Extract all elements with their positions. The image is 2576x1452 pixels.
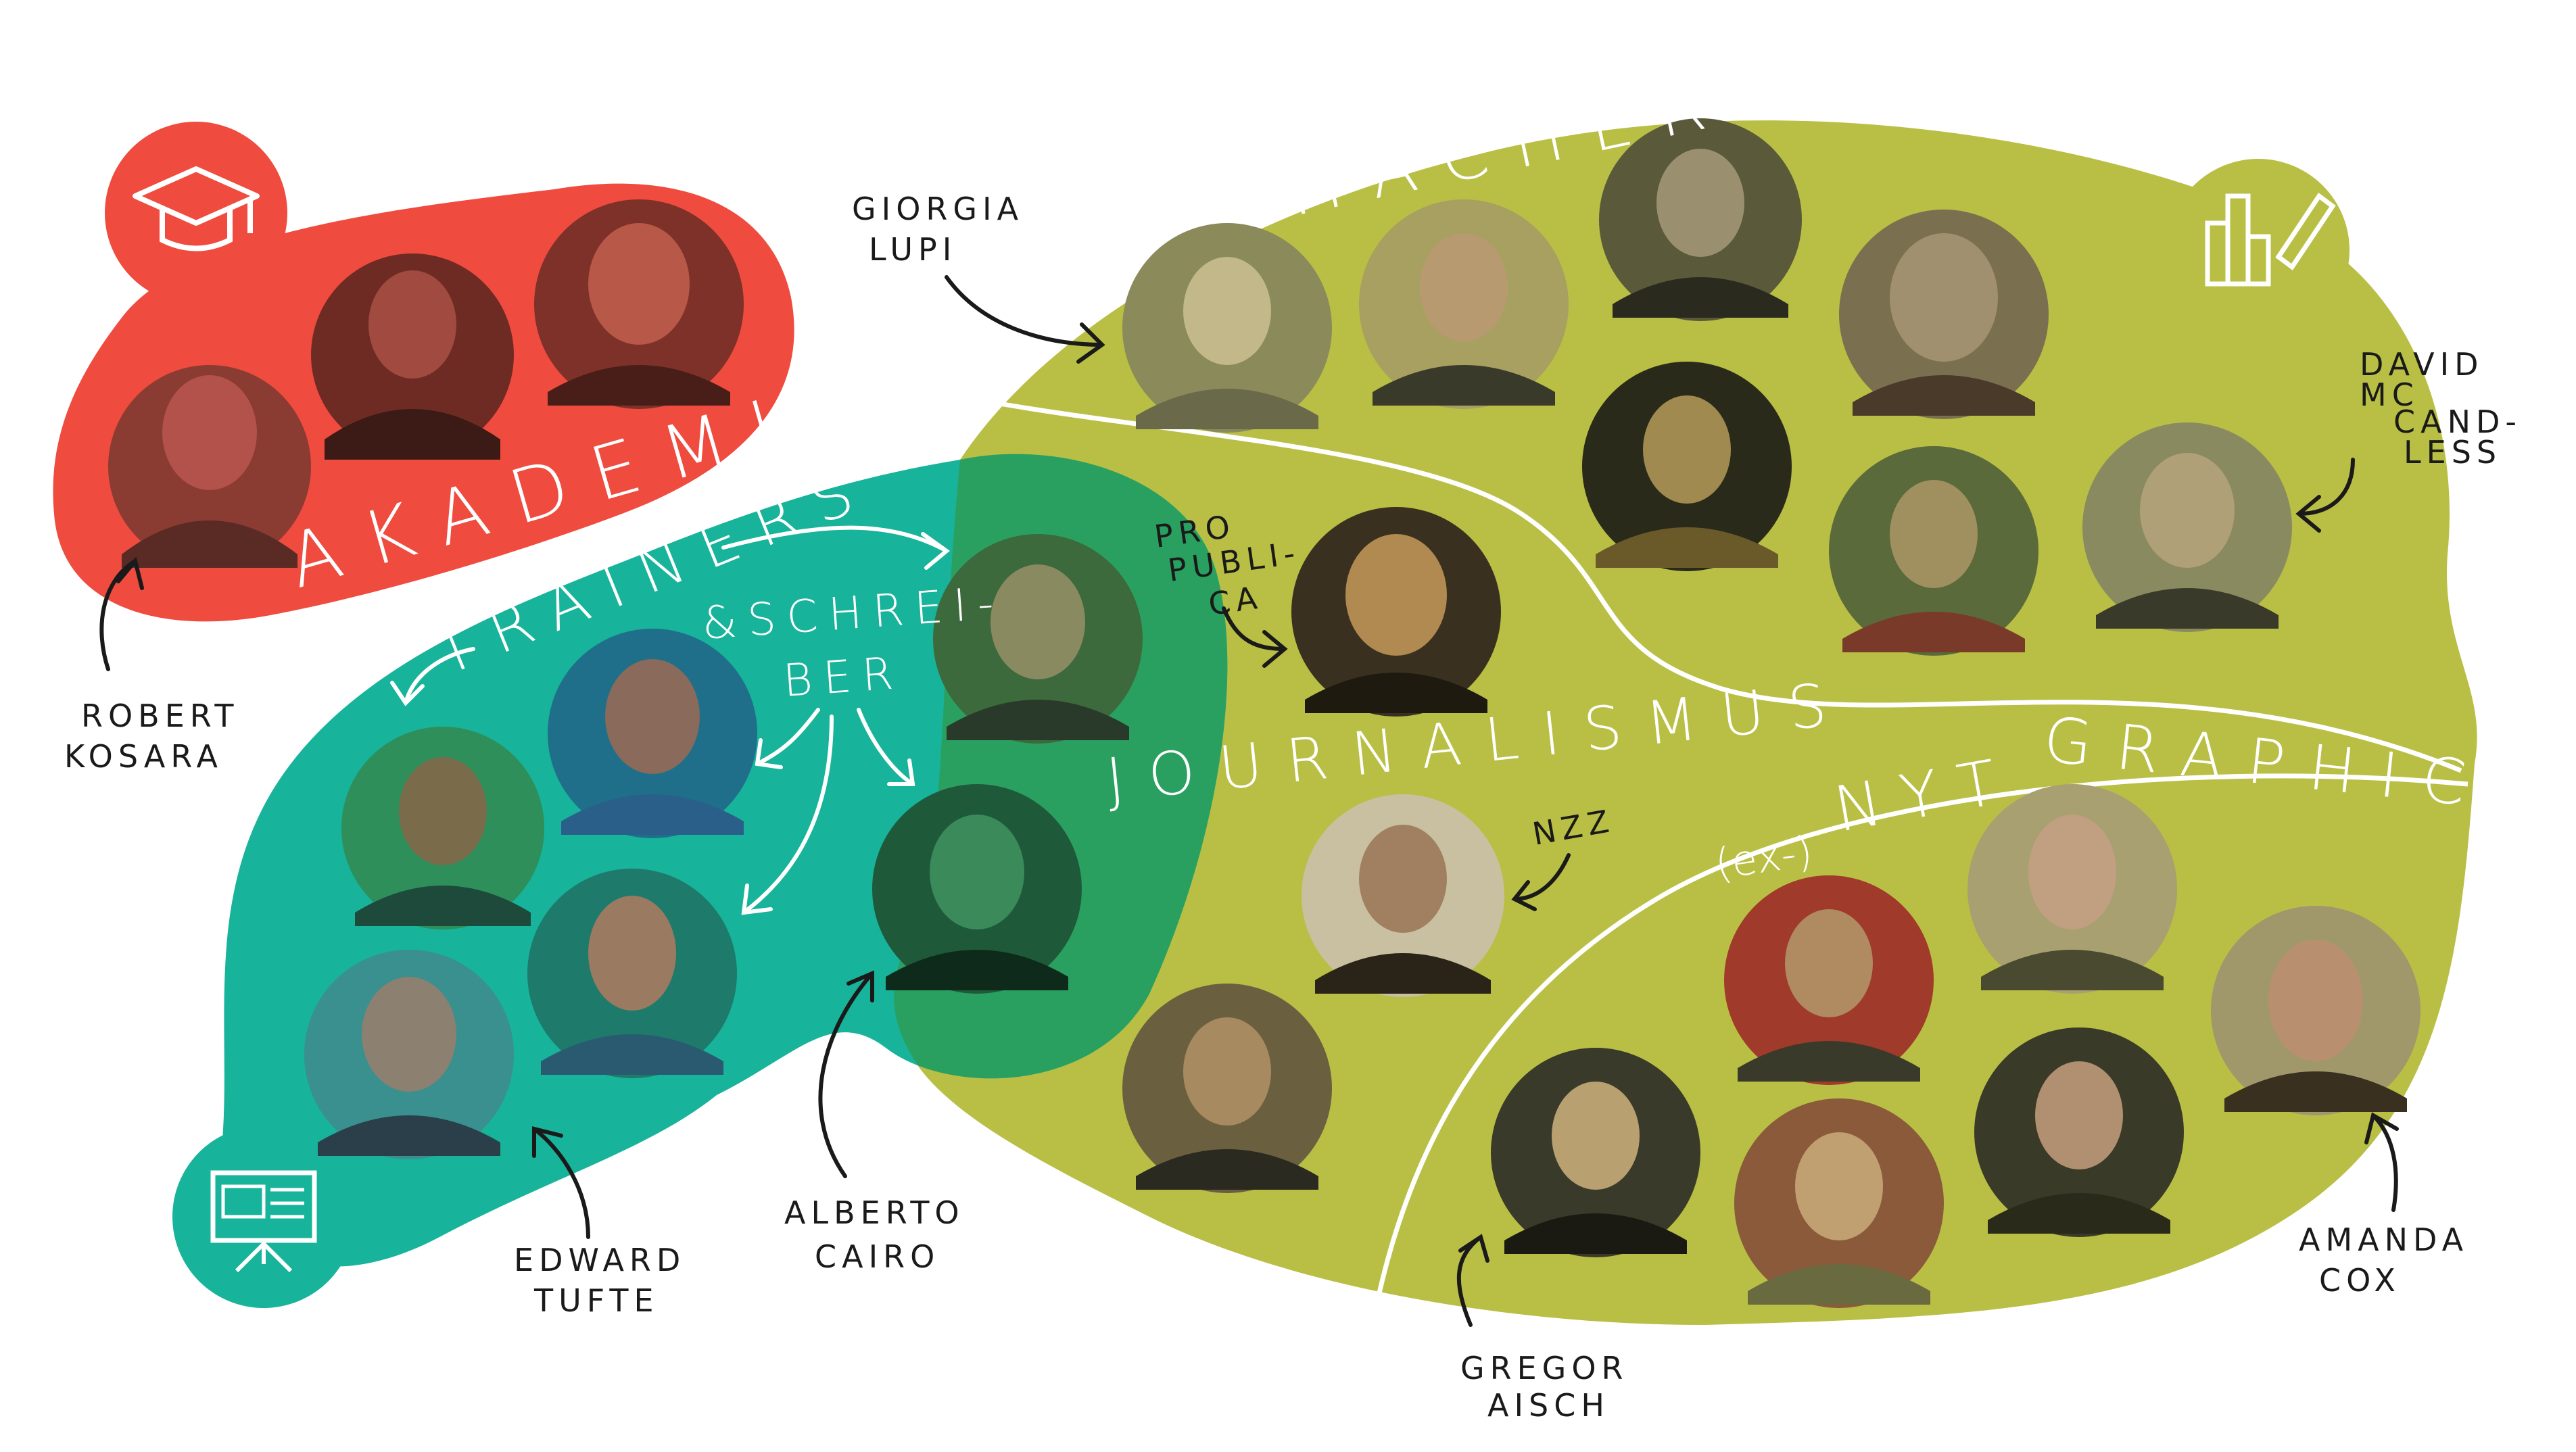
label-alberto-cairo-2: CAIRO (815, 1238, 940, 1275)
portrait-nyt-5 (1974, 1027, 2184, 1237)
label-gregor-aisch-2: AISCH (1487, 1387, 1610, 1424)
label-edward-tufte-2: TUFTE (533, 1282, 659, 1319)
portrait-macher-5 (1582, 362, 1792, 571)
portrait-edward-tufte (304, 950, 514, 1159)
arrow-schreiber-2 (741, 715, 834, 915)
arrow-amanda-cox (2364, 1112, 2399, 1212)
arrow-giorgia-lupi (945, 275, 1105, 364)
portrait-trainers-4 (527, 869, 737, 1078)
portrait-trainers-2 (548, 629, 757, 838)
arrow-trainers-to-left (390, 647, 475, 706)
portrait-alberto-cairo (872, 784, 1082, 994)
arrow-edward-tufte (532, 1126, 590, 1239)
arrow-schreiber-1 (755, 708, 820, 769)
label-alberto-cairo-1: ALBERTO (784, 1194, 965, 1231)
portrait-trainers-1 (341, 727, 544, 929)
portrait-macher-6 (1829, 446, 2038, 656)
portrait-journalismus-3 (1122, 984, 1332, 1193)
arrow-propublica (1222, 606, 1288, 668)
label-gregor-aisch-1: GREGOR (1460, 1350, 1629, 1386)
portrait-propublica (1291, 507, 1501, 717)
arrow-schreiber-3 (857, 708, 915, 786)
label-giorgia-lupi-2: LUPI (869, 231, 957, 268)
portrait-david-mccandless (2082, 422, 2292, 632)
graduation-cap-icon (105, 122, 287, 304)
label-amanda-cox-2: COX (2319, 1262, 2401, 1299)
label-david-mccandless-4: LESS (2404, 434, 2502, 470)
presentation-board-icon (172, 1126, 355, 1308)
portrait-giorgia-lupi (1122, 223, 1332, 433)
portrait-nyt-3 (1967, 784, 2177, 994)
arrow-david-mccandless (2295, 458, 2355, 533)
arrow-alberto-cairo (818, 970, 874, 1178)
label-giorgia-lupi-1: GIORGIA (852, 191, 1024, 227)
portrait-macher-2 (1359, 199, 1569, 409)
arrow-gregor-aisch (1456, 1234, 1489, 1327)
label-robert-kosara-2: KOSARA (64, 738, 223, 775)
schreiber-subtitle-2: BER (782, 647, 906, 707)
arrow-trainers-to-overlap (721, 525, 950, 570)
portrait-akademia-2 (311, 253, 514, 460)
portrait-overlap-1 (933, 534, 1143, 744)
label-amanda-cox-1: AMANDA (2299, 1221, 2468, 1258)
label-david-mccandless-2: MC (2360, 377, 2419, 413)
label-david-mccandless-3: CAND- (2393, 404, 2522, 440)
nyt-divider-line (1370, 773, 2468, 1326)
arrow-nzz (1511, 853, 1571, 911)
label-edward-tufte-1: EDWARD (514, 1242, 686, 1278)
label-propublica-3: CA (1206, 579, 1264, 623)
label-david-mccandless-1: DAVID (2360, 346, 2484, 383)
portrait-nyt-2 (1724, 875, 1934, 1085)
chart-pencil-icon (2167, 159, 2350, 341)
portrait-gregor-aisch (1491, 1048, 1700, 1257)
portrait-amanda-cox (2211, 906, 2420, 1115)
portrait-robert-kosara (108, 365, 311, 568)
portrait-nyt-4 (1734, 1098, 1944, 1308)
portrait-macher-4 (1839, 210, 2049, 419)
arrow-robert-kosara (99, 556, 144, 671)
label-robert-kosara-1: ROBERT (81, 698, 239, 734)
portrait-nzz (1302, 794, 1504, 997)
macher-divider-line (973, 396, 2462, 773)
portrait-macher-3 (1599, 118, 1802, 321)
portrait-akademia-3 (534, 199, 744, 409)
